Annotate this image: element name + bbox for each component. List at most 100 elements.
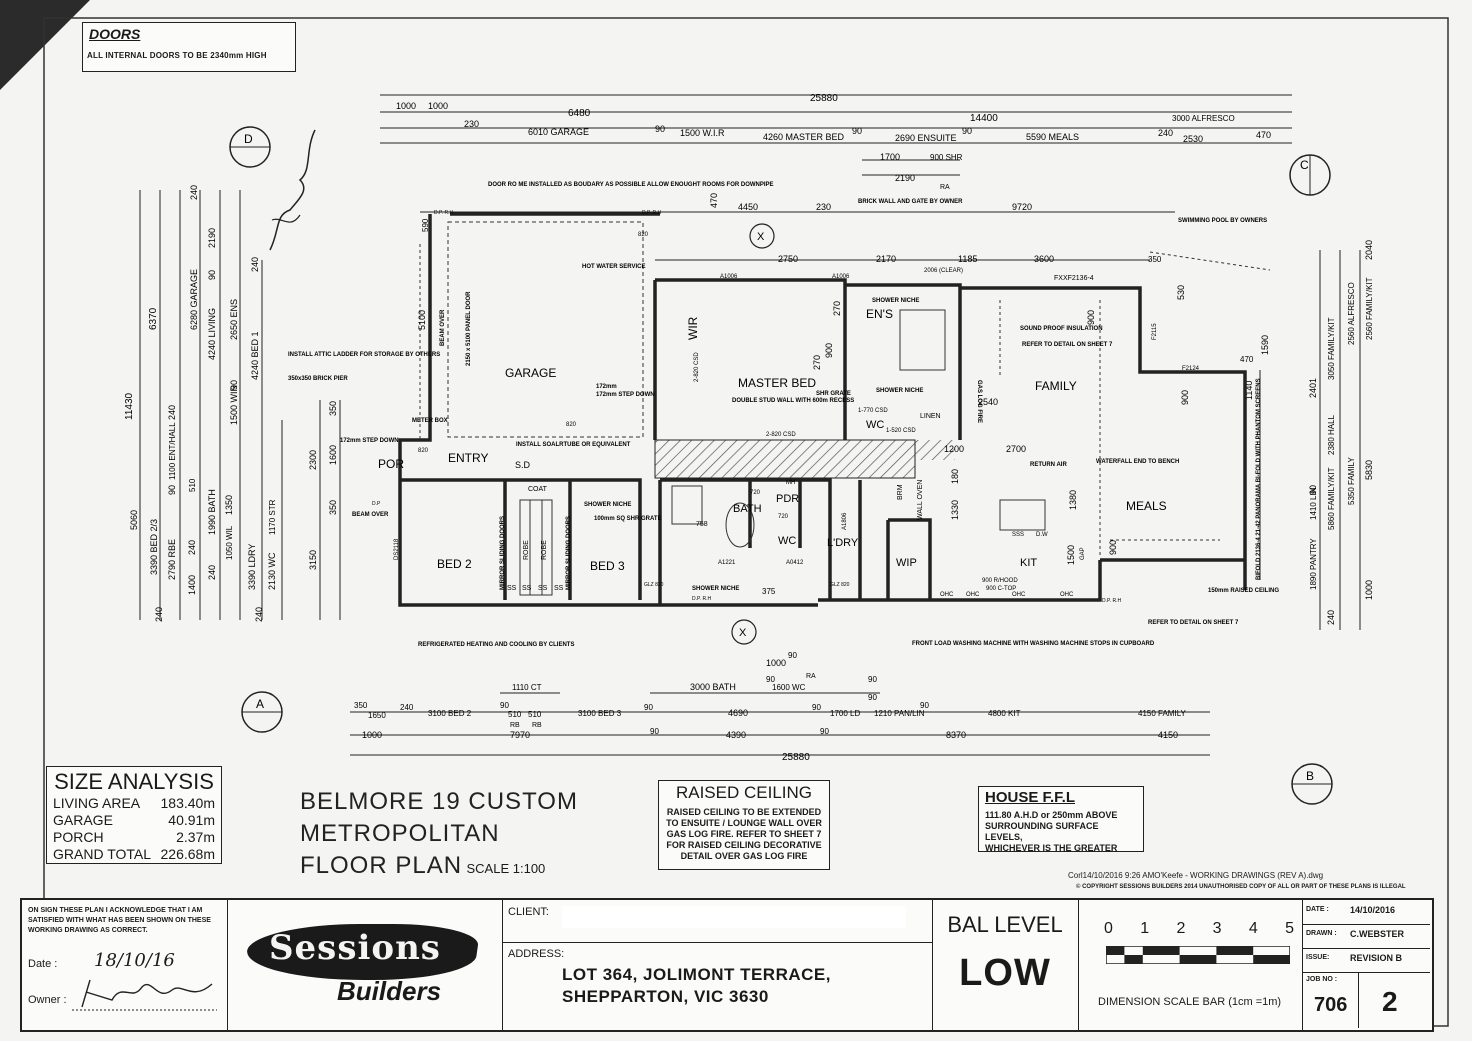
note-double-stud: DOUBLE STUD WALL WITH 600m RECESS bbox=[732, 398, 854, 404]
room-por: POR bbox=[378, 457, 404, 471]
hallway-hatch bbox=[654, 439, 916, 479]
note-590: 590 bbox=[421, 218, 430, 232]
dim-top-470b: 470 bbox=[709, 193, 719, 208]
bal-value: LOW bbox=[959, 952, 1051, 994]
dim-bot-90a: 90 bbox=[788, 651, 797, 660]
dim-bot-1600: 1600 WC bbox=[772, 683, 806, 692]
dim-left-11430: 11430 bbox=[124, 392, 135, 420]
dim-top-90c: 90 bbox=[962, 126, 972, 136]
title-block: ON SIGN THESE PLAN I ACKNOWLEDGE THAT I … bbox=[20, 898, 1434, 1032]
room-ss1: SS bbox=[522, 585, 532, 592]
dim-bot-1000b: 1000 bbox=[362, 730, 382, 740]
meta-key: JOB NO : bbox=[1306, 976, 1338, 983]
room-wip: WIP bbox=[896, 557, 917, 569]
note-180: 180 bbox=[950, 469, 960, 484]
dim-bot-ra: RA bbox=[806, 673, 816, 680]
dim-top-3600: 3600 bbox=[1034, 254, 1054, 264]
date-label: Date : bbox=[28, 958, 58, 970]
note-d820a: 820 bbox=[418, 448, 429, 454]
dim-right-1410: 1410 LIN bbox=[1309, 487, 1318, 520]
room-kit: KIT bbox=[1020, 557, 1037, 569]
dim-top-master: 4260 MASTER BED bbox=[763, 132, 845, 142]
note-a1806: A1806 bbox=[842, 512, 848, 530]
dim-bot-8370: 8370 bbox=[946, 730, 966, 740]
room-wc: WC bbox=[778, 535, 796, 547]
scale-caption: DIMENSION SCALE BAR (1cm =1m) bbox=[1098, 996, 1282, 1008]
dim-top-2190: 2190 bbox=[895, 173, 915, 183]
scale-cell: 0 1 2 3 4 5 DIMENSION SCALE BAR (1cm =1m… bbox=[1078, 900, 1303, 1030]
walls bbox=[398, 212, 1247, 607]
note-758: 758 bbox=[696, 521, 708, 528]
dim-left-1500: 1500 WIR bbox=[229, 384, 239, 425]
dim-right-5860: 5860 FAMILY/KIT bbox=[1327, 467, 1336, 530]
address-label: ADDRESS: bbox=[508, 948, 565, 960]
top-dimension-lines bbox=[380, 94, 1292, 261]
left-dimension-lines bbox=[139, 190, 341, 620]
note-meter-box: METER BOX bbox=[412, 418, 448, 424]
size-label: LIVING AREA bbox=[53, 795, 141, 811]
note-return-air: RETURN AIR bbox=[1030, 462, 1067, 468]
master-hatch bbox=[915, 440, 955, 460]
copyright-text: COPYRIGHT SESSIONS BUILDERS 2014 UNAUTHO… bbox=[1082, 884, 1406, 890]
bottom-dimension-lines bbox=[350, 692, 1210, 756]
dim-top-garage: 6010 GARAGE bbox=[528, 127, 589, 137]
scale-number: 5 bbox=[1285, 920, 1294, 937]
dim-top-ra: RA bbox=[940, 184, 950, 191]
signature-scribble bbox=[269, 129, 316, 251]
section-x2-label: X bbox=[739, 627, 747, 639]
note-step-down-2: 172mm STEP DOWN bbox=[340, 438, 399, 444]
room-entry: ENTRY bbox=[448, 451, 488, 465]
meta-drawn: DRAWN :C.WEBSTER bbox=[1302, 924, 1430, 949]
note-door: DOOR RO ME INSTALLED AS BOUDARY AS POSSI… bbox=[488, 182, 774, 188]
note-glz: GLZ 820 bbox=[644, 582, 664, 588]
house-ffl-line: WHICHEVER IS THE GREATER bbox=[985, 843, 1118, 853]
room-wall-oven: WALL OVEN bbox=[917, 480, 924, 520]
project-title-line3: FLOOR PLAN bbox=[300, 852, 463, 879]
note-ohc4: OHC bbox=[1060, 592, 1074, 598]
note-mh: MH bbox=[786, 480, 795, 486]
dim-left-1990: 1990 BATH bbox=[207, 489, 217, 535]
dim-right-1590: 1590 bbox=[1260, 335, 1270, 355]
dim-right-530: 530 bbox=[1176, 285, 1186, 300]
room-linen: LINEN bbox=[920, 413, 941, 420]
note-refrig: REFRIGERATED HEATING AND COOLING BY CLIE… bbox=[418, 642, 574, 648]
dim-top-900shr: 900 SHR bbox=[930, 153, 963, 162]
dim-top-alfresco: 3000 ALFRESCO bbox=[1172, 114, 1235, 123]
dim-left-3390bed: 3390 BED 2/3 bbox=[149, 519, 159, 575]
bal-label: BAL LEVEL bbox=[947, 912, 1063, 937]
dim-left-6280: 6280 GARAGE bbox=[189, 269, 199, 330]
note-dw: D.W bbox=[1036, 532, 1048, 538]
dim-top-wir: 1500 W.I.R bbox=[680, 128, 725, 138]
note-d720a: 720 bbox=[750, 490, 761, 496]
size-value: 2.37m bbox=[176, 829, 215, 845]
dim-bot-1650: 1650 bbox=[368, 711, 386, 720]
dim-left-350a: 350 bbox=[328, 401, 338, 416]
note-2700: 2700 bbox=[1006, 444, 1026, 454]
internal-light-lines bbox=[419, 221, 1271, 596]
size-analysis-title: SIZE ANALYSIS bbox=[54, 769, 214, 794]
dim-right-5830: 5830 bbox=[1364, 460, 1374, 480]
dim-top-90b: 90 bbox=[852, 126, 862, 136]
note-172: 172mm bbox=[596, 384, 617, 390]
room-ldry: L'DRY bbox=[827, 537, 859, 549]
room-master-bed: MASTER BED bbox=[738, 376, 816, 390]
note-refer-7: REFER TO DETAIL ON SHEET 7 bbox=[1022, 342, 1113, 348]
room-bath: BATH bbox=[733, 503, 762, 515]
sessions-logo: Sessions Builders bbox=[243, 910, 482, 1018]
section-b-label: B bbox=[1306, 769, 1314, 783]
meta-issue: ISSUE:REVISION B bbox=[1302, 948, 1430, 973]
dim-right-2380: 2380 HALL bbox=[1327, 414, 1336, 455]
dim-left-1600: 1600 bbox=[328, 445, 338, 465]
note-470: 470 bbox=[1240, 355, 1254, 364]
note-dp1: D.P. R.H bbox=[434, 210, 453, 216]
meta-key: DRAWN : bbox=[1306, 930, 1337, 937]
dim-left-90c: 90 bbox=[167, 485, 177, 495]
dim-left-1170: 1170 STR bbox=[268, 499, 277, 535]
owner-signature bbox=[72, 979, 217, 1011]
dim-top-ensuite: 2690 ENSUITE bbox=[895, 133, 957, 143]
note-hood: 900 R/HOOD bbox=[982, 578, 1018, 584]
dim-bot-90g: 90 bbox=[868, 693, 877, 702]
client-redaction bbox=[562, 906, 906, 928]
dim-bot-90f: 90 bbox=[812, 703, 821, 712]
dim-left-2300: 2300 bbox=[308, 450, 318, 470]
